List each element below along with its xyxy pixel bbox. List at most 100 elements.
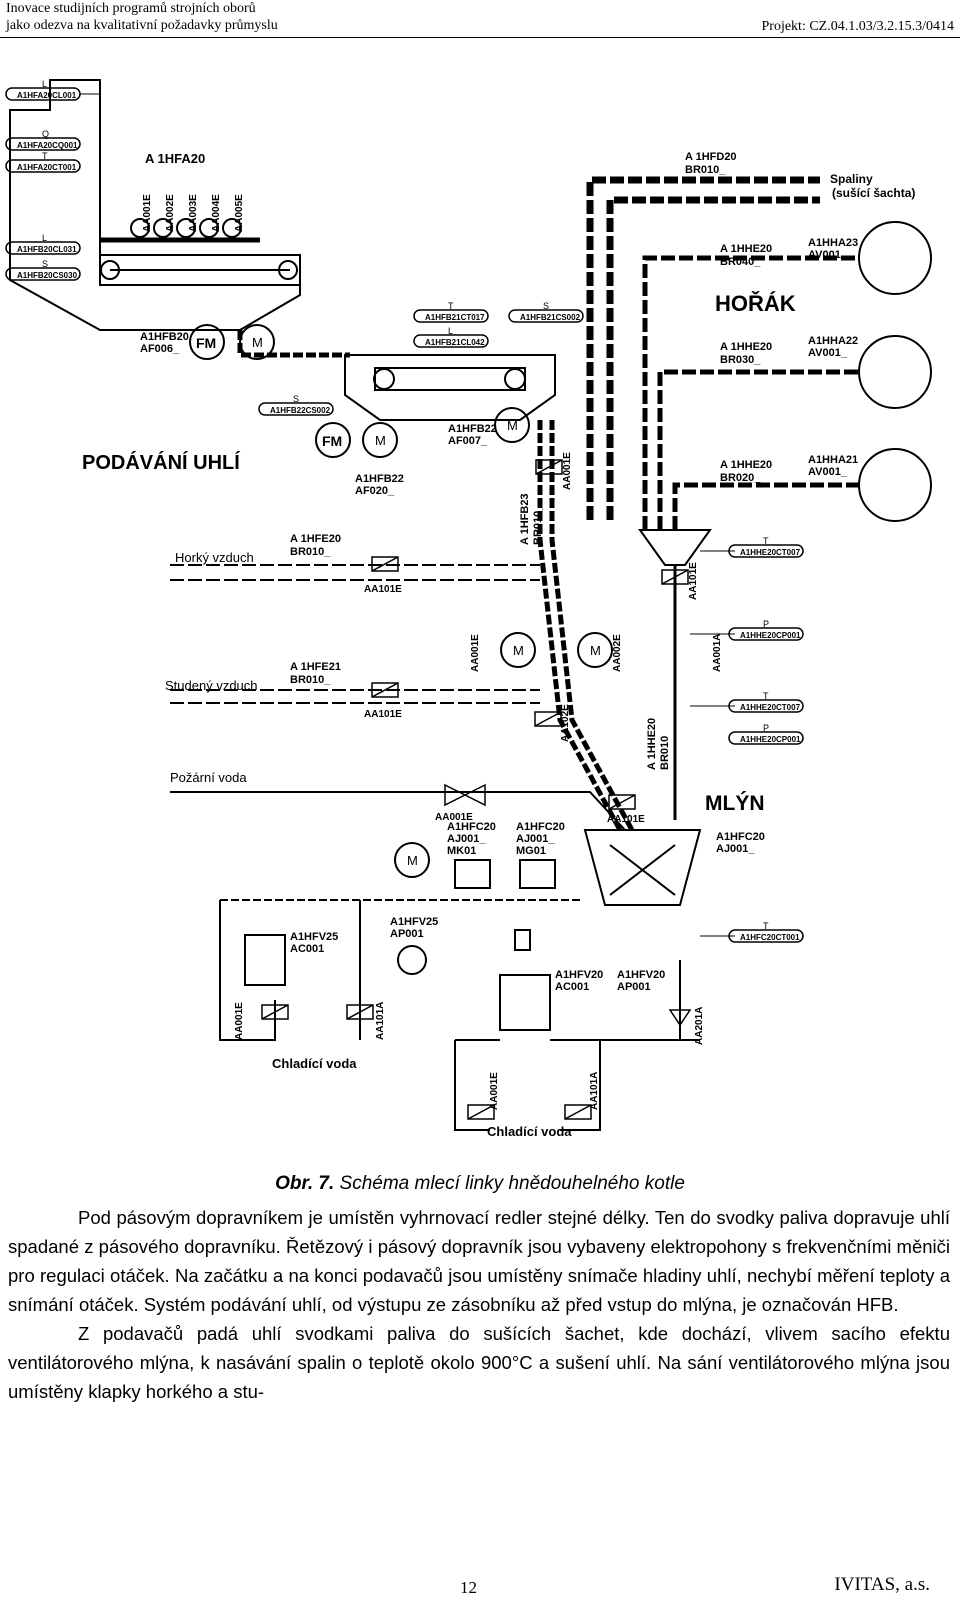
valve-label: AA102E: [560, 704, 571, 742]
tag-letter: S: [543, 301, 549, 311]
tag-letter: Q: [42, 129, 49, 139]
page-number: 12: [460, 1578, 477, 1597]
tag-letter: P: [763, 619, 769, 629]
valve-label: AA002E: [165, 194, 176, 232]
section-burner: HOŘÁK: [715, 291, 796, 316]
tag-letter: L: [448, 326, 453, 336]
valve-label: AA101A: [589, 1072, 600, 1110]
bunker-motors: [130, 218, 242, 238]
belt-conveyor-housing: [344, 354, 556, 421]
burner-nozzle-1: [858, 448, 932, 522]
section-coal-feed: PODÁVÁNÍ UHLÍ: [82, 451, 240, 474]
tag-code: A1HFA20CT001: [17, 163, 77, 172]
paragraph-1: Pod pásovým dopravníkem je umístěn vyhrn…: [8, 1207, 950, 1315]
valve-label: AA001E: [234, 1002, 245, 1040]
tag-code: A1HFB20CS030: [17, 271, 78, 280]
valve-label: AA101E: [364, 584, 402, 595]
tag-code: A1HFB21CL042: [425, 338, 485, 347]
valve-label: AA003E: [188, 194, 199, 232]
mill-bearing-1: [454, 859, 491, 889]
tag-code: A1HHE20CP001: [740, 631, 801, 640]
tag-letter: L: [42, 79, 47, 89]
valve-label: AA001E: [435, 812, 473, 823]
classifier-cone: [638, 529, 712, 566]
fm-label-2: FM: [322, 433, 342, 449]
tag-letter: T: [763, 921, 769, 931]
fan-mill: [583, 829, 702, 906]
tag-letter: T: [42, 151, 48, 161]
fire-water-label: Požární voda: [170, 770, 247, 785]
mill-bearing-2: [519, 859, 556, 889]
tag-code: A1HFB21CT017: [425, 313, 485, 322]
motor-label-5: M: [590, 643, 601, 658]
flue-gas-label-line2: (sušící šachta): [832, 186, 915, 200]
figure-caption: Obr. 7. Schéma mlecí linky hnědouhelného…: [0, 1173, 960, 1195]
tag-letter: T: [763, 691, 769, 701]
footer-organization: IVITAS, a.s.: [834, 1574, 930, 1595]
header-line-2: jako odezva na kvalitativní požadavky pr…: [6, 18, 278, 33]
valve-label: AA005E: [234, 194, 245, 232]
motor-label-3: M: [507, 418, 518, 433]
bunker-label: A 1HFA20: [145, 151, 205, 166]
tag-letter: T: [448, 301, 454, 311]
header-line-1: Inovace studijních programů strojních ob…: [6, 1, 256, 16]
body-text: Pod pásovým dopravníkem je umístěn vyhrn…: [8, 1203, 950, 1406]
valves: [261, 459, 692, 1120]
valve-label: AA002E: [612, 634, 623, 672]
schematic-lines: [5, 79, 932, 1131]
valve-label: AA001E: [470, 634, 481, 672]
section-mill: MLÝN: [705, 791, 765, 815]
cooler-left: [244, 934, 286, 986]
valve-label: AA001E: [142, 194, 153, 232]
tag-code: A1HFB22CS002: [270, 406, 331, 415]
tag-letter: T: [763, 536, 769, 546]
tag-letter: S: [293, 394, 299, 404]
tag-code: A1HHE20CP001: [740, 735, 801, 744]
valve-label: AA001E: [562, 452, 573, 490]
hot-air-label: Horký vzduch: [175, 550, 254, 565]
tag-code: A1HFC20CT001: [740, 933, 800, 942]
tag-code: A1HFB20CL031: [17, 245, 77, 254]
tag-letter: P: [763, 723, 769, 733]
tag-code: A1HFA20CQ001: [17, 141, 78, 150]
pump-left: [397, 945, 427, 975]
tag-code: A1HFB21CS002: [520, 313, 581, 322]
caption-text: Schéma mlecí linky hnědouhelného kotle: [339, 1173, 685, 1194]
cold-air-label: Studený vzduch: [165, 678, 258, 693]
motor-label-2: M: [375, 433, 386, 448]
tag-code: A1HHE20CT007: [740, 548, 801, 557]
caption-label: Obr. 7.: [275, 1173, 335, 1194]
motor-label-1: M: [252, 335, 263, 350]
valve-label: AA001E: [489, 1072, 500, 1110]
header-project: Projekt: CZ.04.1.03/3.2.15.3/0414: [761, 19, 955, 34]
valve-label: AA101E: [607, 814, 645, 825]
coal-bunker: [9, 79, 301, 331]
valve-label: AA201A: [694, 1007, 705, 1045]
tag-letter: L: [42, 233, 47, 243]
tag-code: A1HHE20CT007: [740, 703, 801, 712]
motor-label-6: M: [407, 853, 418, 868]
valve-label: AA004E: [211, 194, 222, 232]
tag-code: A1HFA20CL001: [17, 91, 77, 100]
flue-gas-label-line1: Spaliny: [830, 172, 873, 186]
header-rule: [0, 37, 960, 38]
paragraph-2: Z podavačů padá uhlí svodkami paliva do …: [8, 1323, 950, 1402]
burner-nozzle-2: [858, 335, 932, 409]
